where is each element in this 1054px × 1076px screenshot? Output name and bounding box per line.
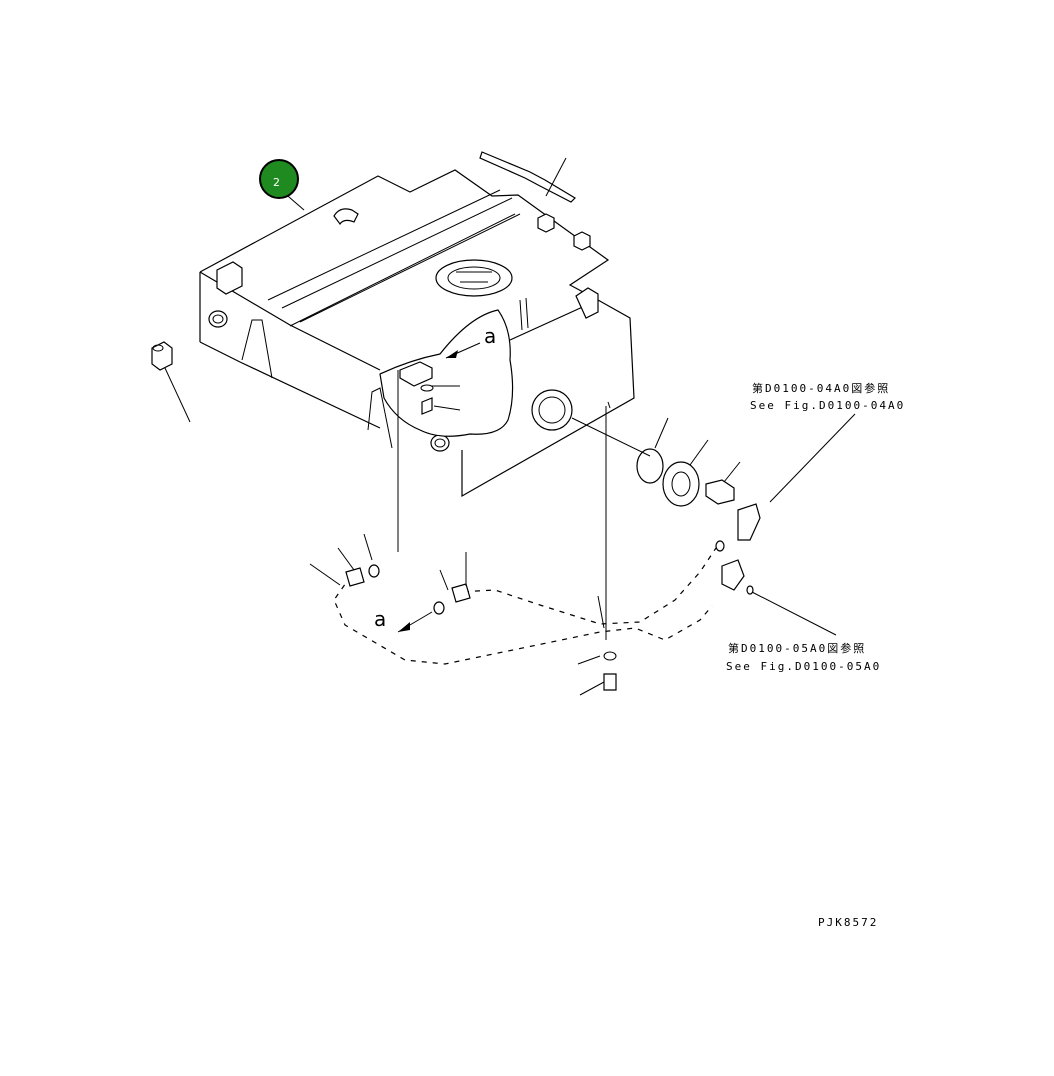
clamp-small	[715, 540, 725, 552]
drawing-code: PJK8572	[818, 916, 878, 929]
badge-circle	[259, 159, 299, 199]
fuel-hose-assembly	[330, 546, 719, 691]
fitting-lower	[721, 559, 745, 591]
detail-label-a-upper: a	[484, 324, 496, 348]
grommet-part	[151, 341, 173, 371]
reference-2-jp: 第D0100-05A0図参照	[728, 641, 866, 655]
reference-2-en: See Fig.D0100-05A0	[726, 660, 881, 673]
reference-1-jp: 第D0100-04A0図参照	[752, 381, 890, 395]
o-ring-part	[636, 448, 664, 484]
fitting-upper	[737, 503, 761, 541]
gauge-plate-part	[662, 461, 700, 507]
bolt-small	[746, 585, 754, 595]
part-number-badge: 2	[259, 159, 299, 199]
sensor-plug-part	[705, 479, 735, 505]
detail-label-a-lower: a	[374, 607, 386, 631]
fuel-tank	[199, 151, 635, 498]
leader-lines	[164, 157, 856, 696]
reference-1-en: See Fig.D0100-04A0	[750, 399, 905, 412]
badge-number: 2	[273, 176, 280, 189]
